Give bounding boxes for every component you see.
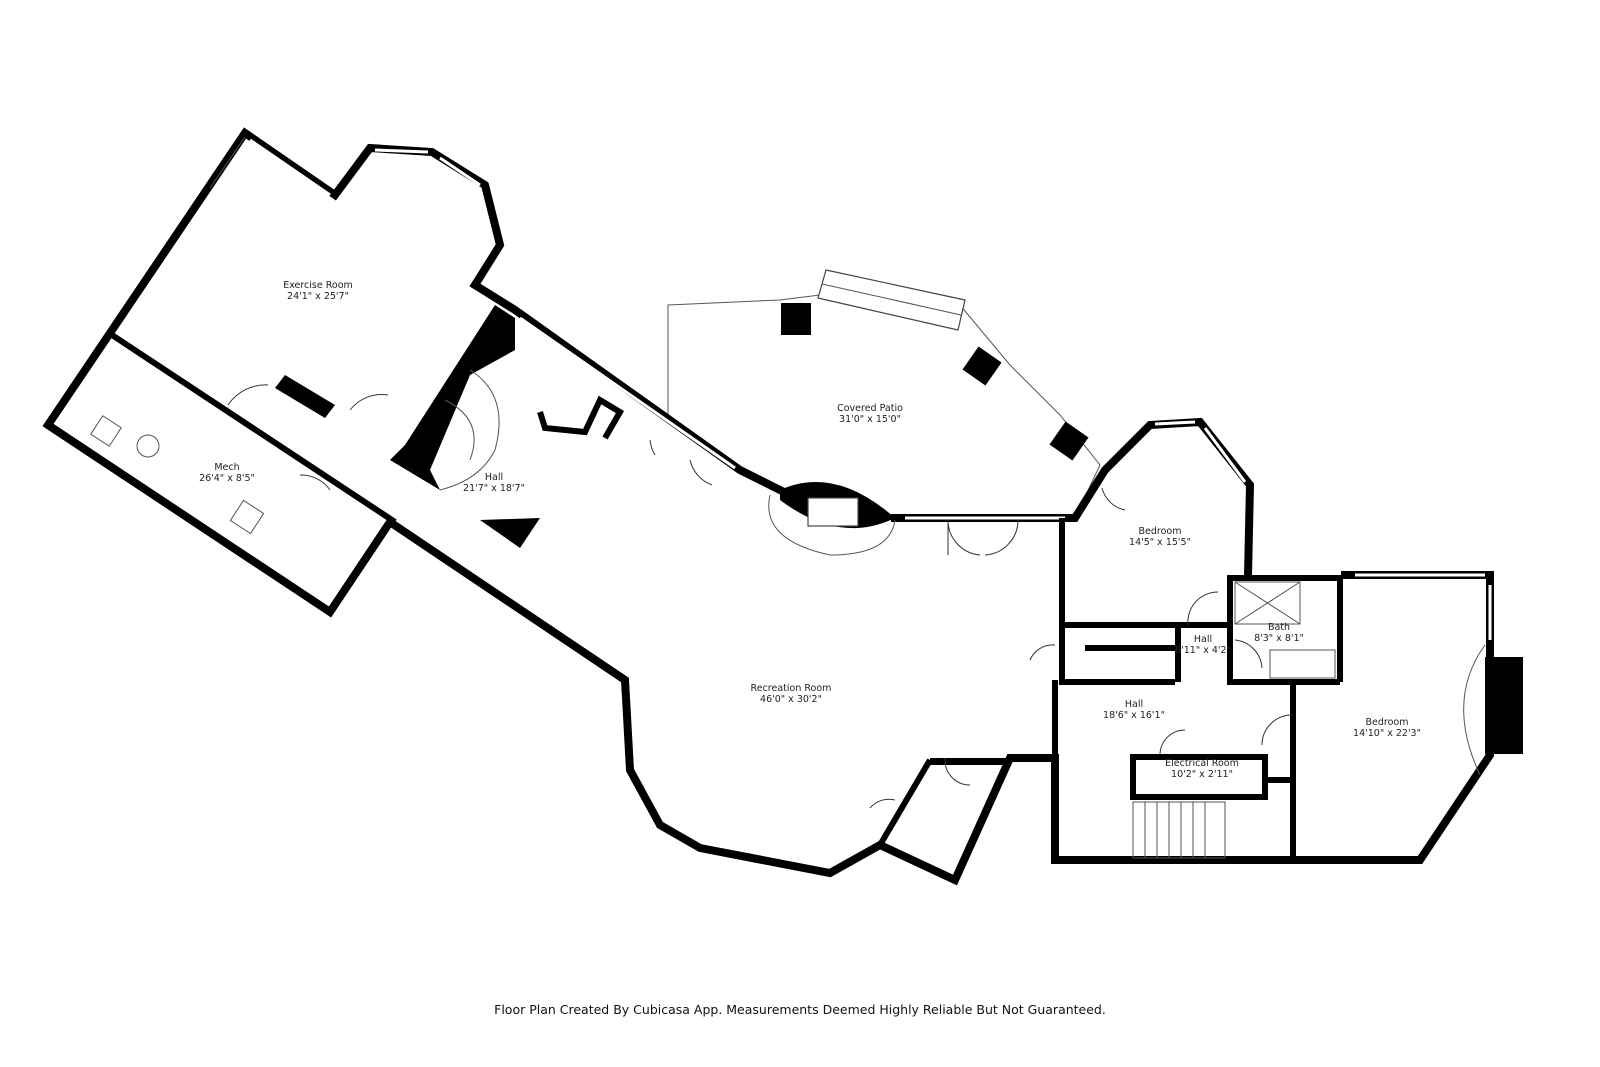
svg-text:Bedroom: Bedroom (1139, 526, 1182, 537)
svg-text:Covered Patio: Covered Patio (837, 403, 903, 414)
svg-text:Hall: Hall (485, 472, 503, 483)
exterior-wall-west (42, 127, 1494, 886)
exterior-wall-north (469, 279, 786, 496)
patio-column (1049, 421, 1089, 461)
svg-text:Mech: Mech (214, 462, 239, 473)
wall-block (275, 375, 335, 418)
svg-text:31'0" x 15'0": 31'0" x 15'0" (839, 414, 901, 425)
svg-text:14'5" x 15'5": 14'5" x 15'5" (1129, 537, 1191, 548)
svg-text:26'4" x 8'5": 26'4" x 8'5" (199, 473, 255, 484)
stairs (1132, 801, 1226, 859)
svg-text:18'6" x 16'1": 18'6" x 16'1" (1103, 710, 1165, 721)
exterior-wall-east (891, 417, 1255, 580)
svg-text:Electrical Room: Electrical Room (1165, 758, 1239, 769)
footer-disclaimer: Floor Plan Created By Cubicasa App. Meas… (494, 1002, 1106, 1017)
electric-panel-icon (136, 434, 160, 458)
svg-text:Exercise Room: Exercise Room (283, 280, 353, 291)
svg-text:Hall: Hall (1125, 699, 1143, 710)
svg-text:46'0" x 30'2": 46'0" x 30'2" (760, 694, 822, 705)
wall-block (480, 518, 540, 548)
svg-text:21'7" x 18'7": 21'7" x 18'7" (463, 483, 525, 494)
bedroom-fireplace (1485, 657, 1523, 754)
svg-text:Recreation Room: Recreation Room (751, 683, 832, 694)
svg-text:8'11" x 4'2": 8'11" x 4'2" (1175, 645, 1231, 656)
patio-column (962, 346, 1002, 386)
spiral-stairs (439, 369, 500, 491)
svg-text:Bedroom: Bedroom (1366, 717, 1409, 728)
svg-text:Bath: Bath (1268, 622, 1290, 633)
stair-wall (390, 305, 515, 490)
patio-column (781, 303, 811, 335)
svg-text:24'1" x 25'7": 24'1" x 25'7" (287, 291, 349, 302)
svg-text:10'2" x 2'11": 10'2" x 2'11" (1171, 769, 1233, 780)
svg-text:8'3" x 8'1": 8'3" x 8'1" (1254, 633, 1304, 644)
water-heater (90, 415, 122, 447)
svg-text:14'10" x 22'3": 14'10" x 22'3" (1353, 728, 1421, 739)
svg-text:Hall: Hall (1194, 634, 1212, 645)
